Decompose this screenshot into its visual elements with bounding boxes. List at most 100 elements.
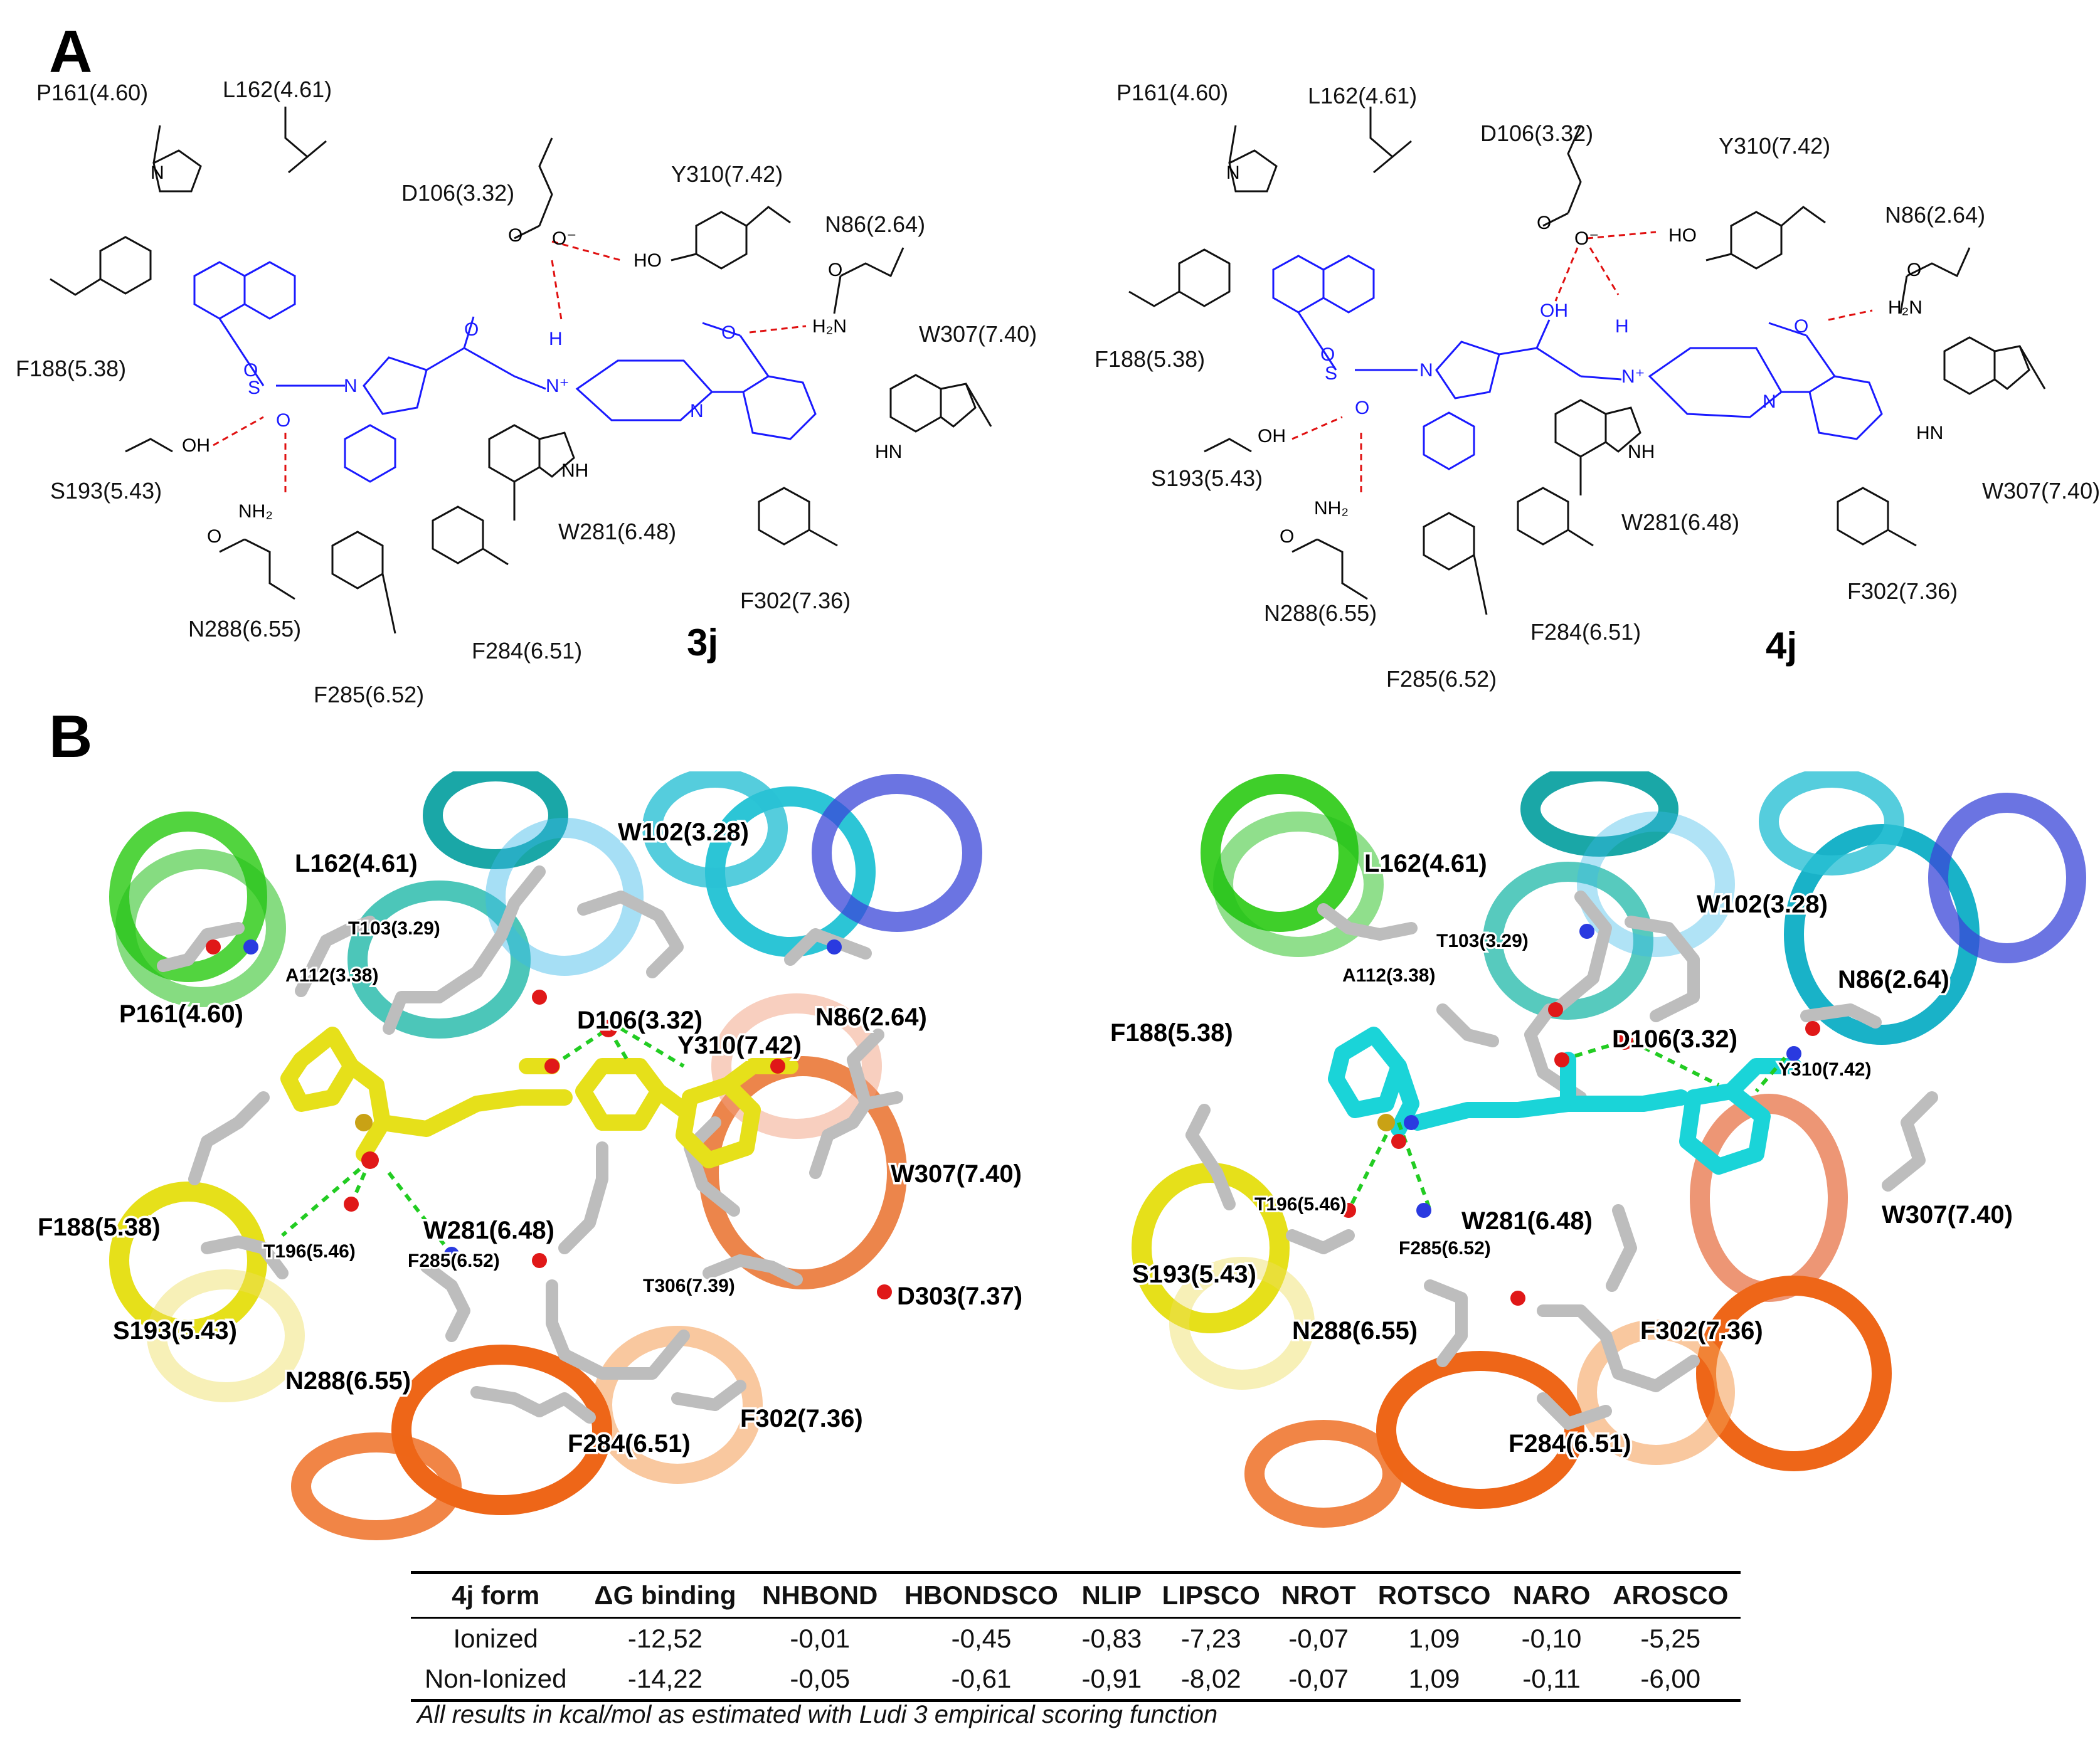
atom-label: N [1419, 360, 1433, 381]
atom-label: O [1794, 316, 1808, 337]
table-cell: -0,91 [1073, 1659, 1151, 1702]
atom-label: O [243, 360, 258, 381]
atom-label: H₂N [812, 316, 847, 337]
table-cell: 1,09 [1366, 1659, 1503, 1702]
residue-label-w307: W307(7.40) [919, 321, 1037, 347]
residue-label-d303: D303(7.37) [897, 1283, 1022, 1310]
table-cell: -5,25 [1640, 1624, 1701, 1653]
phe188-ring [99, 236, 152, 295]
panel-b-label: B [49, 703, 93, 770]
hbonds-4j [1291, 231, 1873, 492]
table-row: Ionized -12,52 -0,01 -0,45 -0,83 -7,23 -… [411, 1618, 1741, 1659]
residue-label-f302: F302(7.36) [740, 588, 851, 613]
panel-a-diagram: N O O⁻ HO H₂N O OH NH₂ O NH HN S O O N O… [16, 77, 2100, 707]
residue-label-n288: N288(6.55) [1292, 1317, 1418, 1345]
residue-label-w281: W281(6.48) [423, 1217, 554, 1244]
residue-label-f302: F302(7.36) [1640, 1317, 1763, 1345]
leucine-chain [284, 107, 327, 158]
table-cell: -12,52 [627, 1624, 703, 1653]
render-4j-ligand [1328, 1027, 1802, 1175]
atom-label: O [1907, 260, 1921, 280]
table-header: ROTSCO [1366, 1571, 1503, 1619]
residue-label-n288: N288(6.55) [1264, 600, 1377, 626]
atom-label: N⁺ [546, 376, 570, 396]
table-cell: Non-Ionized [411, 1659, 581, 1702]
atom-label: N [1226, 162, 1240, 183]
atom-label: N [690, 401, 704, 421]
residue-label-n86: N86(2.64) [825, 211, 925, 237]
atom-label: H [1615, 316, 1629, 337]
residue-label-d106: D106(3.32) [401, 180, 514, 206]
residue-label-s193: S193(5.43) [1132, 1261, 1256, 1288]
residue-label-f285: F285(6.52) [1386, 666, 1497, 692]
residue-label-w281: W281(6.48) [1621, 509, 1739, 535]
render-3j-residues [157, 865, 903, 1424]
atom-label: OH [1258, 426, 1286, 447]
atom-label: S [1325, 363, 1337, 384]
ligand-4j [1272, 255, 1883, 470]
residue-label-f284: F284(6.51) [472, 638, 582, 664]
residue-label-f302: F302(7.36) [740, 1405, 863, 1432]
table-cell: -6,00 [1600, 1659, 1741, 1702]
residue-label-t103: T103(3.29) [348, 918, 440, 939]
atom-label: O [276, 410, 290, 431]
residue-label-t103: T103(3.29) [1436, 931, 1529, 951]
table-cell: -14,22 [580, 1659, 750, 1702]
atom-label: NH₂ [238, 501, 273, 522]
residue-label-s193: S193(5.43) [50, 478, 162, 504]
residue-label-s193: S193(5.43) [1151, 465, 1263, 491]
residue-labels-4j: P161(4.60) L162(4.61) D106(3.32) Y310(7.… [1095, 80, 2100, 692]
atom-label: O [1537, 213, 1551, 233]
residue-label-p161: P161(4.60) [1116, 80, 1228, 105]
render-4j-helices [1132, 771, 2086, 1528]
table-header: NHBOND [750, 1571, 890, 1619]
render-4j-residues [1185, 891, 1938, 1430]
residue-label-f188: F188(5.38) [38, 1214, 161, 1241]
residue-label-d106: D106(3.32) [1480, 120, 1593, 146]
atom-label: S [248, 378, 260, 398]
residue-label-w281: W281(6.48) [558, 519, 676, 544]
atom-label: N⁺ [1621, 366, 1645, 387]
atom-label: H [549, 329, 563, 349]
table-cell: -0,11 [1502, 1659, 1601, 1702]
atoms-3j: N O O⁻ HO H₂N O OH NH₂ O NH HN S O O N O… [151, 162, 902, 547]
proline-ring [152, 149, 202, 193]
residue-label-f188: F188(5.38) [1110, 1019, 1233, 1047]
table-cell: -0,01 [790, 1624, 851, 1653]
residue-label-f285: F285(6.52) [314, 682, 424, 707]
atom-label: O [828, 260, 842, 280]
atom-label: OH [1540, 300, 1568, 321]
atom-label: O [1320, 344, 1335, 365]
residue-label-y310: Y310(7.42) [677, 1032, 802, 1059]
residue-label-f302: F302(7.36) [1847, 578, 1958, 604]
residue-label-n288: N288(6.55) [285, 1367, 411, 1395]
residue-label-w102: W102(3.28) [618, 818, 749, 846]
table-cell: -0,45 [951, 1624, 1012, 1653]
atom-label: N [1763, 391, 1776, 412]
atom-label: O [207, 526, 221, 547]
residue-label-d106: D106(3.32) [1612, 1025, 1737, 1053]
diagram-4j [1128, 107, 2046, 615]
table-header: 4j form [411, 1571, 581, 1619]
atom-label: N [151, 162, 164, 183]
table-header: NROT [1271, 1571, 1366, 1619]
table-header: LIPSCO [1150, 1571, 1271, 1619]
atom-label: O [1280, 526, 1294, 547]
compound-label-4j: 4j [1766, 625, 1797, 667]
table-cell: -7,23 [1180, 1624, 1241, 1653]
residue-label-p161: P161(4.60) [119, 1000, 243, 1028]
residue-label-t196: T196(5.46) [263, 1241, 356, 1262]
residue-label-w102: W102(3.28) [1697, 891, 1828, 918]
table-cell: -0,10 [1521, 1624, 1582, 1653]
atom-label: O [1355, 398, 1369, 418]
residue-label-y310: Y310(7.42) [1778, 1059, 1871, 1080]
scoring-table: 4j form ΔG binding NHBOND HBONDSCO NLIP … [411, 1571, 1741, 1702]
atom-label: O [721, 322, 736, 343]
atom-label: NH [1628, 442, 1655, 462]
atom-label: HN [875, 442, 902, 462]
table-header: AROSCO [1600, 1571, 1741, 1619]
compound-label-3j: 3j [687, 621, 718, 664]
residue-label-n86: N86(2.64) [1838, 966, 1949, 993]
residue-label-t306: T306(7.39) [643, 1276, 735, 1296]
residue-label-a112: A112(3.38) [285, 965, 378, 986]
